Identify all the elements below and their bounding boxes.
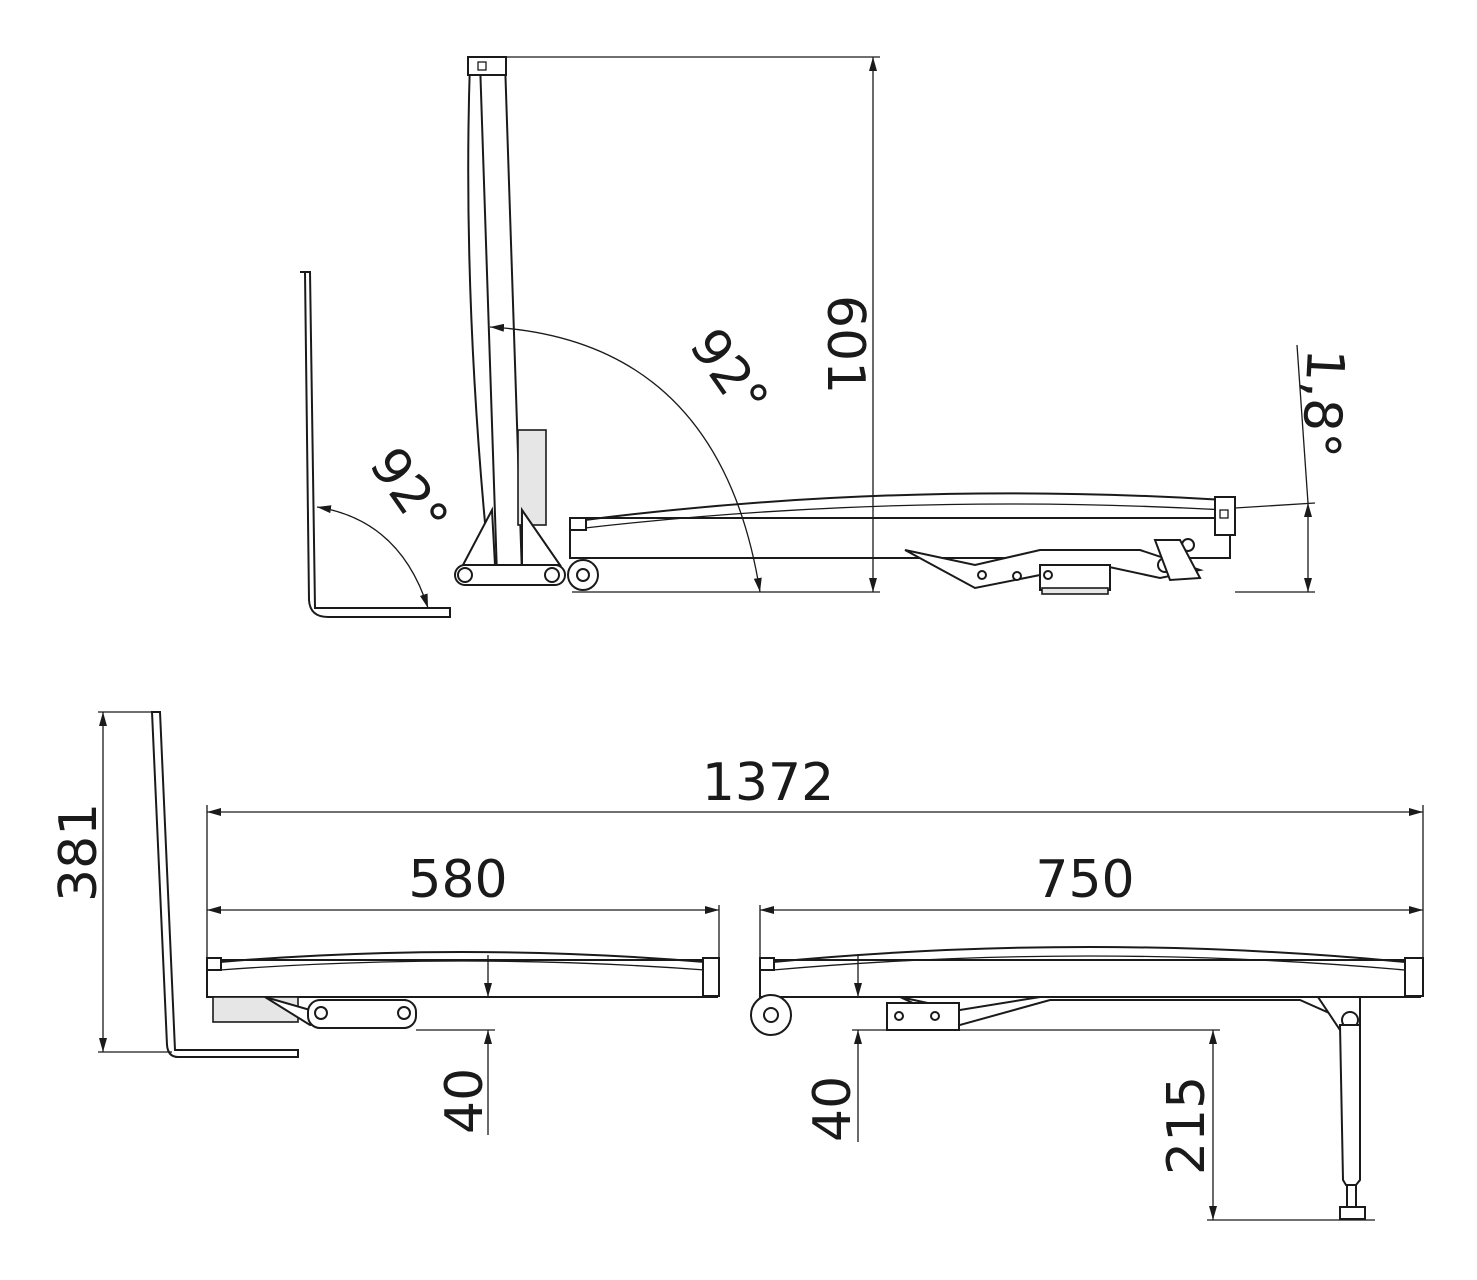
base-bracket bbox=[461, 506, 497, 566]
head-mattress bbox=[219, 951, 706, 963]
leg-adjuster bbox=[1346, 1184, 1357, 1208]
foot-mattress bbox=[772, 946, 1406, 963]
foot-end-cap bbox=[1404, 957, 1424, 997]
foot-frame bbox=[759, 959, 1421, 998]
frame-end-cap-slot bbox=[1219, 509, 1229, 519]
dim-label-40-head: 40 bbox=[435, 1068, 495, 1134]
dim-label-tilt: 1,8° bbox=[1289, 347, 1355, 459]
head-frame bbox=[206, 959, 718, 998]
frame-end-cap bbox=[1214, 496, 1236, 536]
foot-mattress-inner bbox=[772, 955, 1406, 971]
wall-profile-top bbox=[300, 271, 451, 618]
head-mattress-inner bbox=[219, 960, 706, 971]
joint-3 bbox=[1043, 570, 1053, 580]
joint-2 bbox=[1012, 571, 1022, 581]
headboard-cap bbox=[467, 56, 507, 76]
caster-hub bbox=[763, 1007, 779, 1023]
frame-start-cap bbox=[569, 517, 587, 531]
dim-label-601: 601 bbox=[815, 295, 875, 394]
foot-joint-2 bbox=[930, 1011, 940, 1021]
mattress-curve bbox=[584, 492, 1226, 521]
angle-arc-wall bbox=[316, 505, 429, 609]
joint-1 bbox=[977, 570, 987, 580]
dim-label-750: 750 bbox=[1035, 850, 1134, 910]
head-joint-2 bbox=[397, 1006, 411, 1020]
dim-label-1372: 1372 bbox=[702, 753, 834, 813]
pivot-left bbox=[457, 567, 473, 583]
dim-label-381: 381 bbox=[49, 803, 109, 902]
raised-view: 92° 601 bbox=[300, 56, 1355, 618]
dim-label-215: 215 bbox=[1157, 1076, 1217, 1175]
leg-bracket bbox=[1153, 539, 1202, 582]
headboard-curved bbox=[467, 61, 491, 576]
angle-arc-headboard bbox=[489, 323, 762, 593]
head-joint-1 bbox=[314, 1006, 328, 1020]
foot-start-cap bbox=[759, 957, 775, 971]
foot-linkage bbox=[899, 996, 1348, 1027]
dim-label-580: 580 bbox=[408, 850, 507, 910]
pivot-right bbox=[544, 567, 560, 583]
head-end-cap bbox=[702, 957, 720, 997]
headboard-cap-slot bbox=[477, 61, 487, 71]
support-leg bbox=[1338, 1024, 1361, 1186]
headboard-panel bbox=[478, 61, 524, 576]
wall-profile-bottom bbox=[150, 711, 299, 1058]
head-start-cap bbox=[206, 957, 222, 971]
flat-view: 381 1372 580 bbox=[49, 711, 1424, 1221]
angle-label-wall: 92° bbox=[357, 437, 459, 547]
dim-label-40-foot: 40 bbox=[803, 1076, 863, 1142]
leg-foot-pad bbox=[1339, 1206, 1366, 1220]
foot-joint-1 bbox=[894, 1011, 904, 1021]
leg-foot-base bbox=[1041, 587, 1109, 595]
wheel-hub-raised bbox=[576, 568, 590, 582]
head-foot-block bbox=[307, 999, 417, 1029]
angle-label-headboard: 92° bbox=[677, 318, 779, 428]
